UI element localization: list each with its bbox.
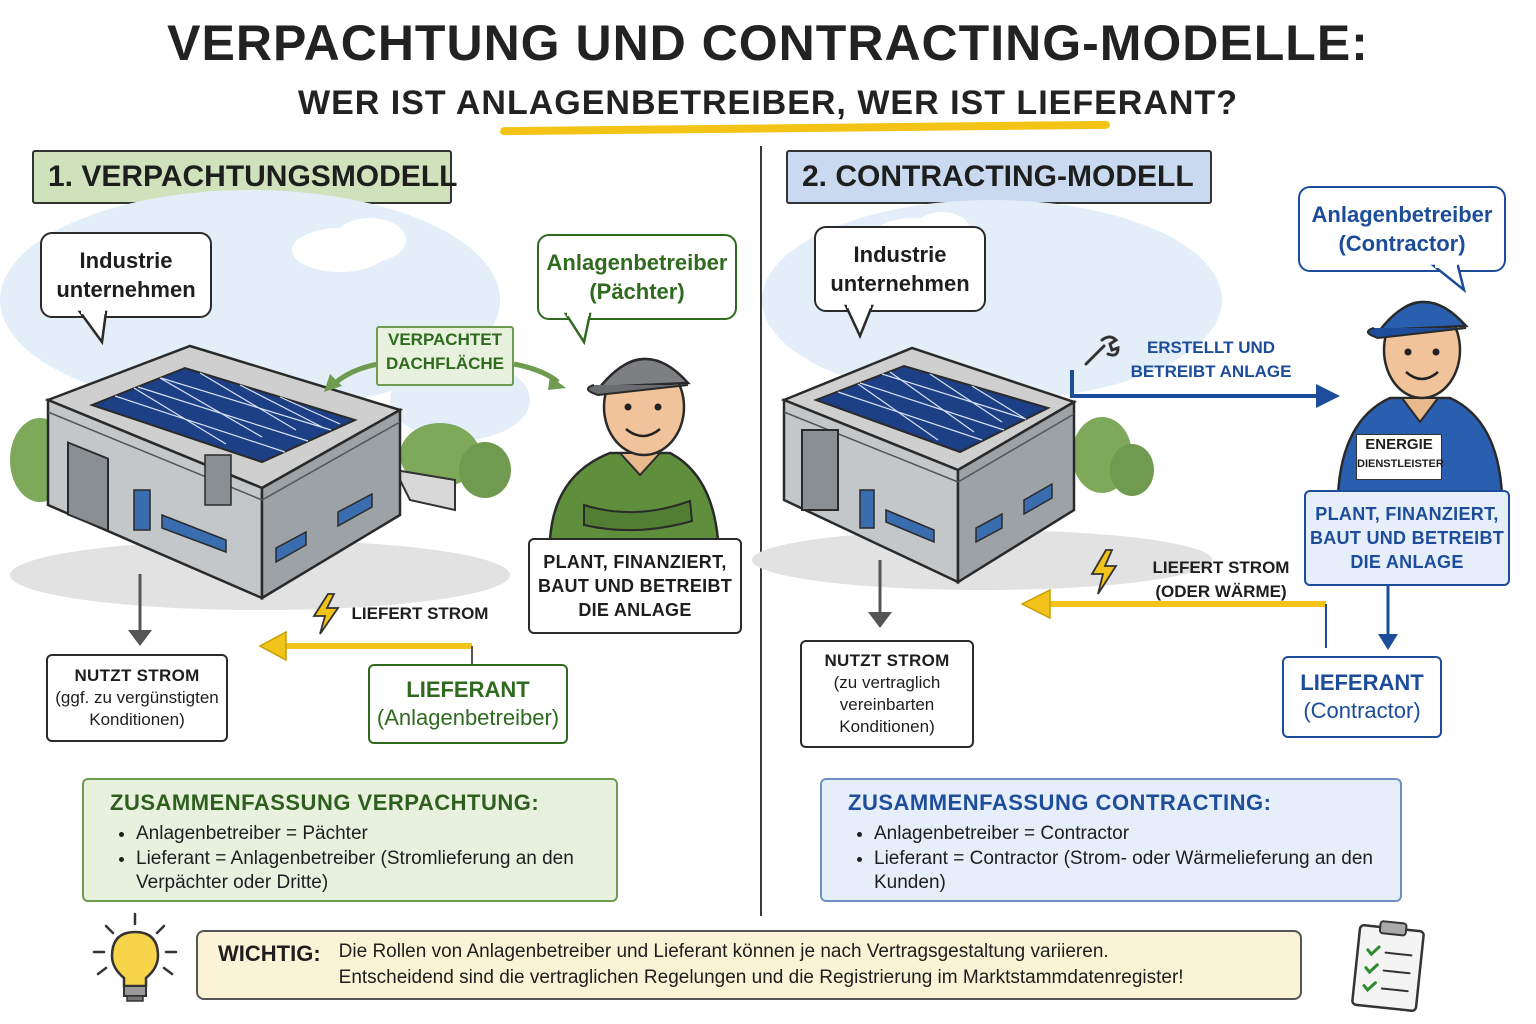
contracting-supplier-box: LIEFERANT (Contractor) — [1282, 656, 1442, 738]
operator-bubble-lessee: Anlagenbetreiber (Pächter) — [537, 234, 737, 320]
operator-bubble-contractor: Anlagenbetreiber (Contractor) — [1298, 186, 1506, 272]
contractor-role-box: PLANT, FINANZIERT, BAUT UND BETREIBT DIE… — [1304, 490, 1510, 586]
contractor-to-supplier-arrow — [1378, 584, 1398, 650]
lessee-role-box: PLANT, FINANZIERT, BAUT UND BETREIBT DIE… — [528, 538, 742, 634]
contracting-use-down-arrow — [868, 560, 892, 628]
shirt-label: ENERGIE DIENSTLEISTER — [1356, 434, 1444, 480]
page-subtitle: WER IST ANLAGENBETREIBER, WER IST LIEFER… — [298, 84, 1238, 122]
lease-supply-label: LIEFERT STROM — [351, 604, 489, 623]
lease-double-arrow — [324, 361, 566, 392]
important-label: WICHTIG: — [218, 941, 321, 966]
contracting-use-box: NUTZT STROM (zu vertraglich vereinbarten… — [800, 640, 974, 748]
section-heading-contracting: 2. CONTRACTING-MODELL — [786, 150, 1212, 204]
industry-bubble-lease: Industrie unternehmen — [40, 232, 212, 318]
operator-bubble-tail-contracting — [1430, 264, 1467, 294]
clipboard-checklist-icon — [1351, 920, 1425, 1012]
contracting-summary-list: Anlagenbetreiber = Contractor Lieferant … — [848, 822, 1374, 895]
contracting-build-label: ERSTELLT UND BETREIBT ANLAGE — [1130, 338, 1292, 381]
lightning-icon — [1090, 549, 1118, 595]
important-note: WICHTIG: Die Rollen von Anlagenbetreiber… — [196, 930, 1302, 1000]
lease-use-box: NUTZT STROM (ggf. zu vergünstigten Kondi… — [46, 654, 228, 742]
industry-bubble-contracting: Industrie unternehmen — [814, 226, 986, 312]
list-item: Lieferant = Anlagenbetreiber (Stromliefe… — [136, 847, 590, 895]
lease-summary: ZUSAMMENFASSUNG VERPACHTUNG: Anlagenbetr… — [82, 778, 618, 902]
list-item: Anlagenbetreiber = Contractor — [874, 822, 1374, 846]
lessee-worker-figure — [548, 357, 720, 542]
industry-bubble-tail-lease — [77, 310, 108, 346]
lease-building-illustration — [0, 190, 530, 610]
list-item: Lieferant = Contractor (Strom- oder Wärm… — [874, 847, 1374, 895]
section-divider — [760, 146, 762, 916]
operator-bubble-tail-lease — [563, 312, 592, 346]
lease-use-down-arrow — [128, 574, 152, 646]
lightning-icon — [312, 593, 340, 635]
contracting-summary-title: ZUSAMMENFASSUNG CONTRACTING: — [848, 790, 1272, 815]
lease-supplier-box: LIEFERANT (Anlagenbetreiber) — [368, 664, 568, 744]
industry-bubble-tail-contracting — [844, 304, 874, 340]
contracting-supply-arrow — [1020, 588, 1327, 648]
lease-summary-title: ZUSAMMENFASSUNG VERPACHTUNG: — [110, 790, 540, 815]
important-text: Die Rollen von Anlagenbetreiber und Lief… — [338, 941, 1184, 988]
lease-label: VERPACHTET DACHFLÄCHE — [376, 326, 514, 386]
contracting-summary: ZUSAMMENFASSUNG CONTRACTING: Anlagenbetr… — [820, 778, 1402, 902]
lease-summary-list: Anlagenbetreiber = Pächter Lieferant = A… — [110, 822, 590, 895]
lightbulb-icon — [92, 912, 178, 1002]
contracting-supply-label: LIEFERT STROM (ODER WÄRME) — [1152, 558, 1290, 601]
wrench-icon — [1084, 335, 1120, 366]
contracting-build-arrow — [1070, 370, 1340, 408]
page-title: VERPACHTUNG UND CONTRACTING-MODELLE: — [167, 15, 1369, 71]
list-item: Anlagenbetreiber = Pächter — [136, 822, 590, 846]
